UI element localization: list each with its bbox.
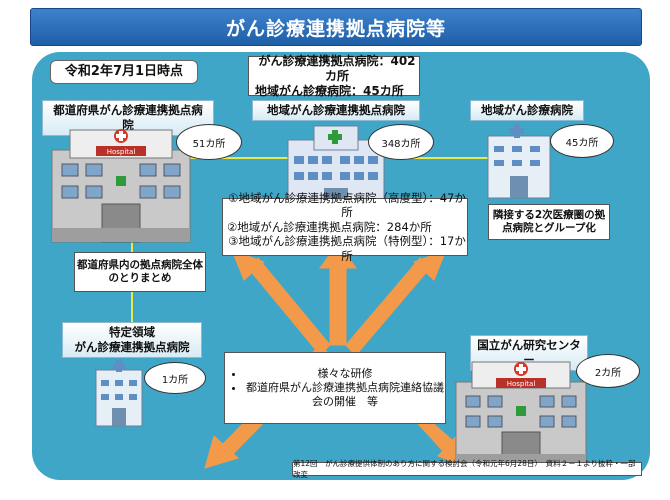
summary-box: がん診療連携拠点病院：402カ所 地域がん診療病院：45カ所 xyxy=(248,53,420,98)
note-prefectural: 都道府県内の拠点病院全体のとりまとめ xyxy=(74,252,206,292)
link-regional-local xyxy=(390,157,500,159)
label-special-line2: がん診療連携拠点病院 xyxy=(74,339,190,354)
label-regional: 地域がん診療連携拠点病院 xyxy=(252,100,420,121)
count-bubble-national: 2カ所 xyxy=(576,354,640,388)
arrow-right-head xyxy=(413,249,447,281)
activity-item: 様々な研修 xyxy=(245,367,445,381)
count-bubble-prefectural: 51カ所 xyxy=(176,124,242,160)
hospital-sign-text: Hospital xyxy=(507,380,536,388)
regional-types-box: ①地域がん診療連携拠点病院（高度型）：47か所 ②地域がん診療連携拠点病院：28… xyxy=(222,191,468,263)
activity-item: 都道府県がん診療連携拠点病院連絡協議会の開催 等 xyxy=(245,381,445,409)
summary-line2: 地域がん診療病院：45カ所 xyxy=(255,83,404,98)
source-footer: 第12回 がん診療提供体制のあり方に関する検討会（令和元年6月28日） 資料２－… xyxy=(292,459,642,479)
label-special-line1: 特定領域 xyxy=(109,325,155,339)
count-bubble-regional: 348カ所 xyxy=(368,124,434,160)
note-local: 隣接する2次医療圏の拠点病院とグループ化 xyxy=(488,204,610,240)
page-title: がん診療連携拠点病院等 xyxy=(30,8,642,46)
label-special: 特定領域 がん診療連携拠点病院 xyxy=(62,322,202,358)
label-local: 地域がん診療病院 xyxy=(470,100,584,121)
regional-type-1: ①地域がん診療連携拠点病院（高度型）：47か所 xyxy=(228,191,466,220)
regional-type-3: ③地域がん診療連携拠点病院（特例型）：17か所 xyxy=(228,234,466,263)
note-activities: 様々な研修 都道府県がん診療連携拠点病院連絡協議会の開催 等 xyxy=(224,352,446,424)
count-bubble-local: 45カ所 xyxy=(550,124,614,158)
link-pref-regional xyxy=(190,157,300,159)
date-label: 令和2年7月1日時点 xyxy=(50,60,198,84)
arrow-left-head xyxy=(231,249,265,281)
arrow-down-left-head xyxy=(204,435,239,469)
count-bubble-special: 1カ所 xyxy=(144,362,206,394)
summary-line1: がん診療連携拠点病院：402カ所 xyxy=(258,53,416,83)
hospital-sign-text: Hospital xyxy=(107,148,136,156)
regional-type-2: ②地域がん診療連携拠点病院：284か所 xyxy=(227,219,432,234)
